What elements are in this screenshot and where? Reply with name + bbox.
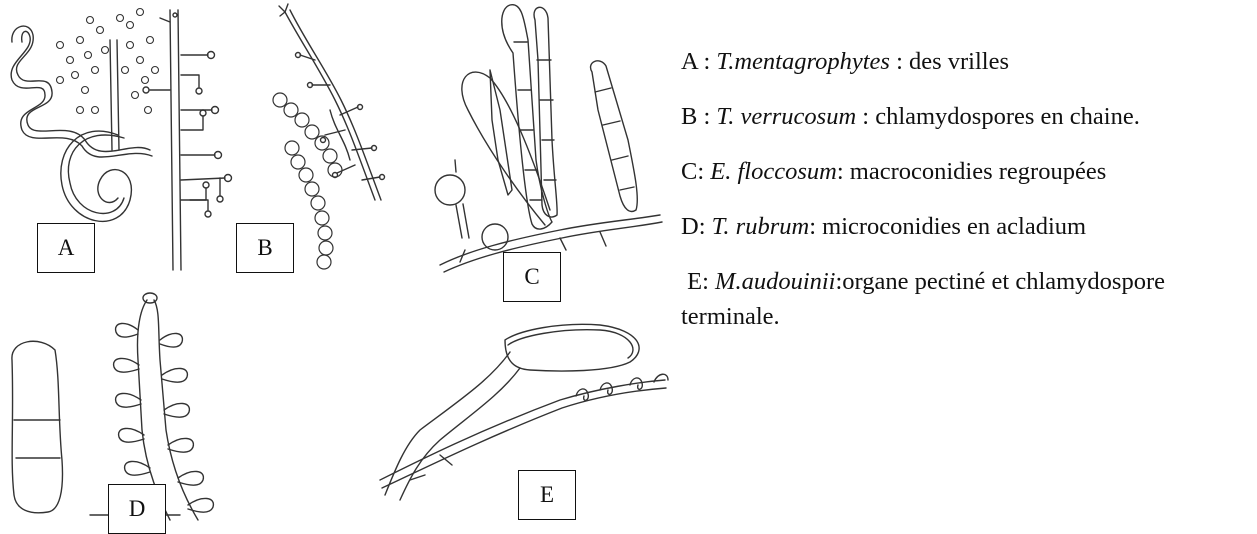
label-a: A: [37, 223, 95, 273]
legend: A : T.mentagrophytes : des vrilles B : T…: [681, 44, 1251, 354]
label-c: C: [503, 252, 561, 302]
legend-item-b: B : T. verrucosum : chlamydospores en ch…: [681, 99, 1251, 134]
legend-item-a: A : T.mentagrophytes : des vrilles: [681, 44, 1251, 79]
legend-item-c: C: E. floccosum: macroconidies regroupée…: [681, 154, 1251, 189]
drawing-c-e-floccosum: [435, 5, 662, 272]
legend-item-d: D: T. rubrum: microconidies en acladium: [681, 209, 1251, 244]
legend-item-e: E: M.audouinii:organe pectiné et chlamyd…: [681, 264, 1251, 334]
illustration-canvas: [0, 0, 680, 527]
label-b: B: [236, 223, 294, 273]
label-e: E: [518, 470, 576, 520]
